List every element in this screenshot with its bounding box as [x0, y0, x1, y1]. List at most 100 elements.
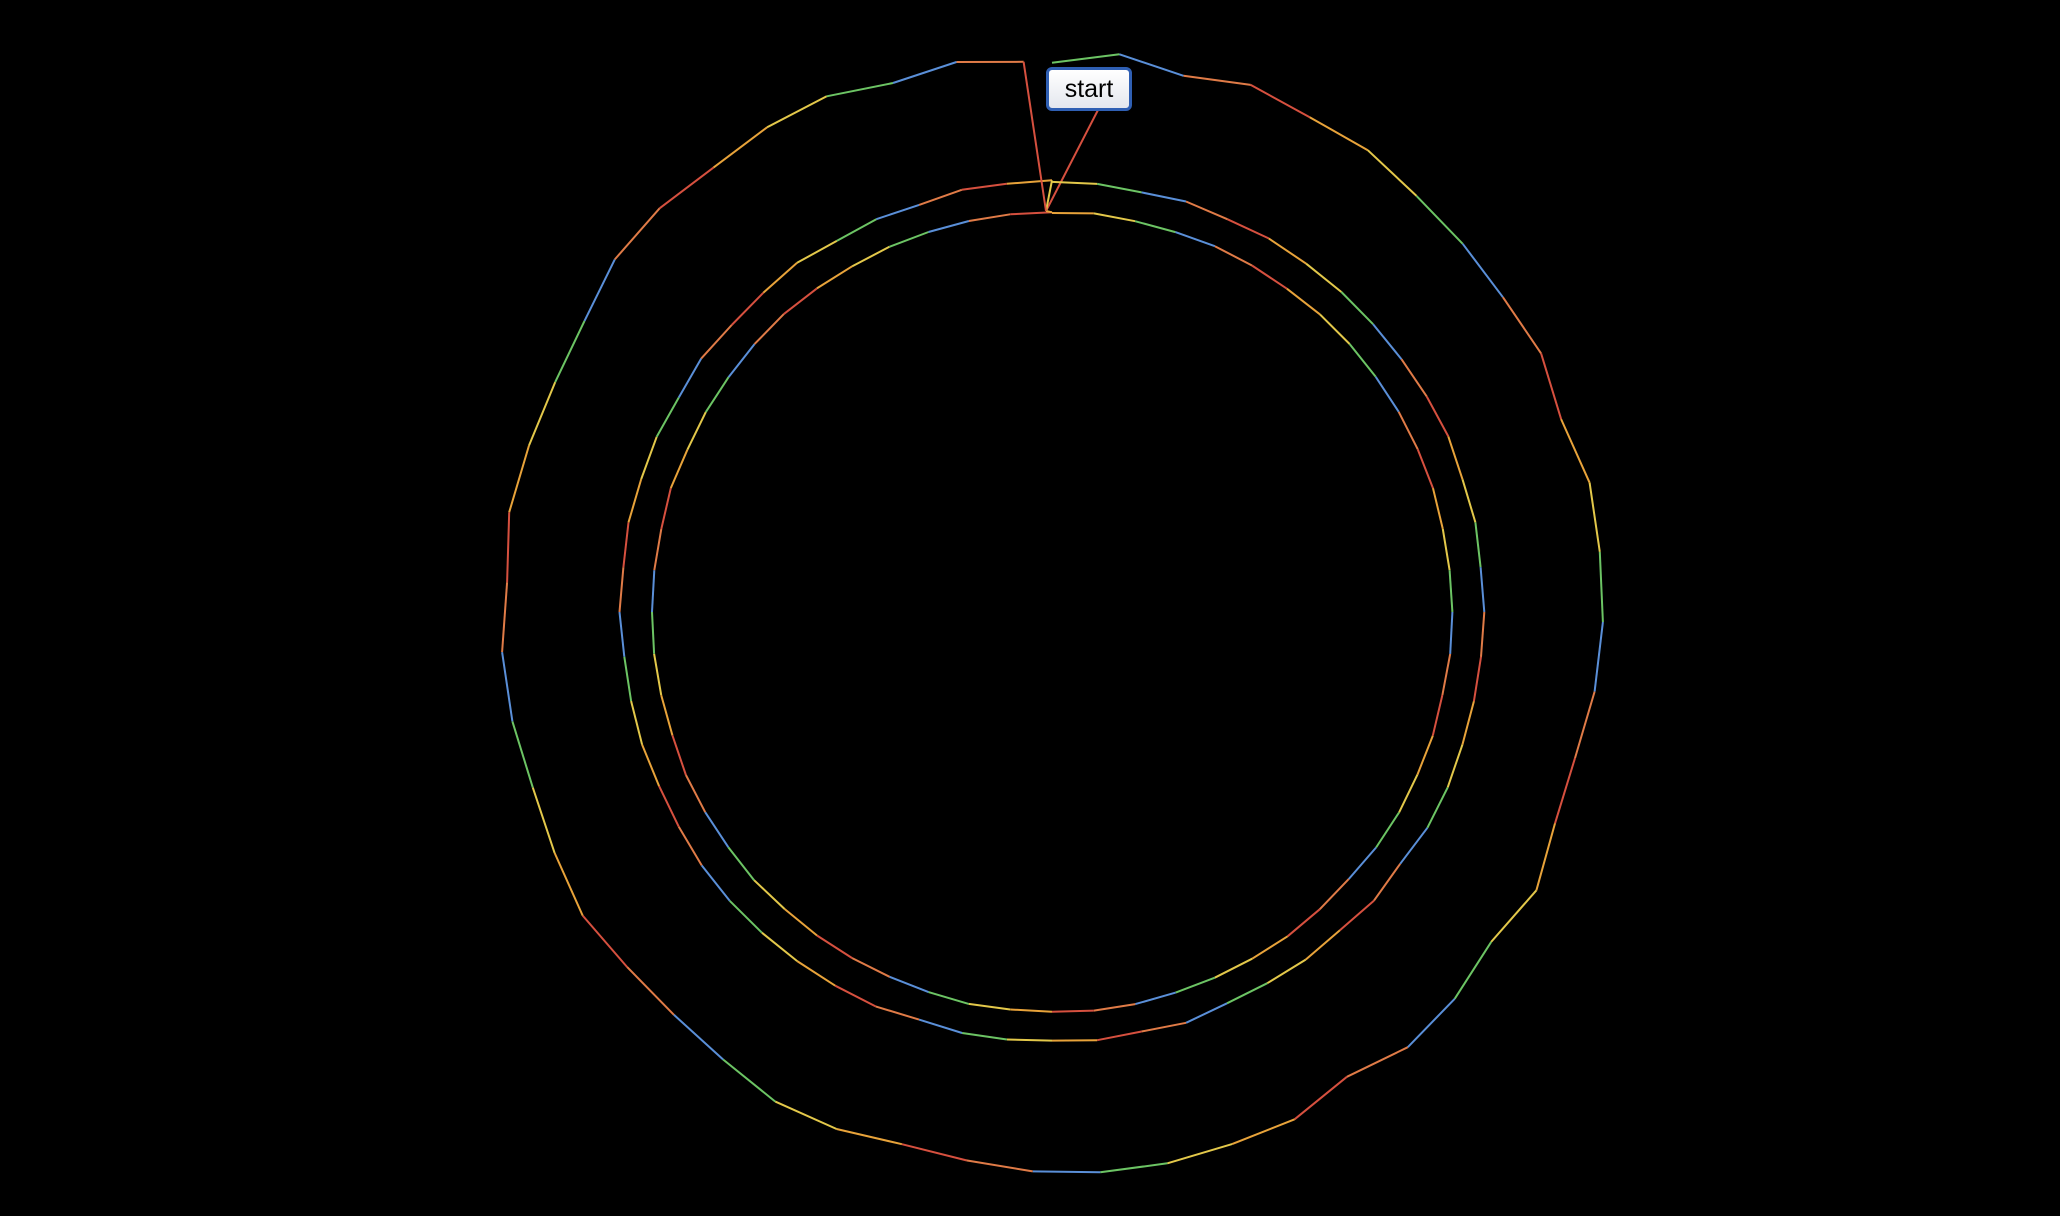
spiral-segment: [1093, 212, 1136, 223]
spiral-segment: [796, 240, 838, 264]
spiral-segment: [1010, 211, 1053, 216]
spiral-segment: [1141, 1021, 1187, 1033]
start-connector-line: [1045, 109, 1099, 212]
spiral-segment: [686, 411, 707, 451]
spiral-segment: [966, 1159, 1033, 1173]
spiral-segment: [1502, 296, 1542, 354]
spiral-segment: [1051, 1009, 1094, 1013]
spiral-segment: [1449, 611, 1454, 654]
spiral-segment: [712, 126, 768, 169]
spiral-segment: [614, 207, 661, 261]
spiral-segment: [1474, 522, 1482, 568]
spiral-segment: [1479, 567, 1486, 613]
spiral-segment: [1231, 1118, 1295, 1146]
spiral-segment: [783, 908, 818, 937]
spiral-segment: [1598, 551, 1604, 623]
spiral-segment: [1175, 976, 1216, 994]
spiral-segment: [704, 376, 730, 413]
spiral-segment: [1425, 396, 1450, 437]
spiral-segment: [1226, 982, 1268, 1005]
spiral-segment: [1399, 827, 1429, 865]
spiral-segment: [1431, 694, 1444, 736]
spiral-segment: [1554, 757, 1576, 824]
spiral-segment: [1490, 889, 1538, 943]
spiral-segment: [1185, 1002, 1228, 1024]
spiral-segment: [918, 1018, 963, 1034]
spiral-segment: [1416, 735, 1434, 776]
spiral-segment: [700, 324, 733, 360]
spiral-segment: [1540, 353, 1563, 420]
spiral-segment: [700, 864, 731, 902]
spiral-segment: [1305, 929, 1341, 961]
spiral-segment: [892, 61, 957, 84]
spiral-segment: [834, 984, 877, 1008]
spiral-segment: [1250, 84, 1311, 119]
spiral-segment: [1375, 811, 1400, 849]
spiral-segment: [816, 934, 853, 959]
spiral-segment: [660, 487, 672, 530]
spiral-segment: [1227, 218, 1270, 240]
spiral-segment: [1214, 957, 1253, 979]
spiral-segment: [581, 914, 628, 968]
spiral-segment: [1480, 611, 1486, 657]
spiral-segment: [753, 313, 785, 345]
start-button[interactable]: start: [1046, 67, 1132, 111]
spiral-segment: [1286, 908, 1321, 938]
spiral-segment: [961, 1032, 1008, 1041]
spiral-segment: [1432, 487, 1444, 530]
spiral-segment: [1535, 823, 1556, 891]
spiral-segment: [1453, 941, 1493, 1000]
spiral-segment: [1367, 149, 1418, 197]
spiral-segment: [730, 292, 765, 326]
spiral-segment: [1093, 1003, 1136, 1012]
spiral-segment: [651, 611, 656, 654]
spiral-segment: [766, 95, 828, 129]
spiral-segment: [968, 213, 1011, 222]
spiral-segment: [630, 700, 644, 745]
spiral-segment: [1051, 53, 1120, 64]
spiral-segment: [1251, 935, 1289, 960]
spiral-segment: [1006, 179, 1053, 185]
spiral-segment: [1305, 262, 1343, 293]
spiral-segment: [653, 653, 663, 696]
spiral-segment: [1119, 53, 1184, 77]
spiral-segment: [1006, 1038, 1053, 1042]
spiral-segment: [1372, 323, 1403, 360]
spiral-segment: [816, 265, 853, 290]
spiral-segment: [618, 611, 626, 657]
spiral-segment: [626, 966, 675, 1016]
spiral-segment: [511, 721, 534, 788]
spiral-segment: [655, 397, 680, 438]
spiral-segment: [889, 231, 929, 248]
spiral-segment: [1416, 448, 1434, 489]
spiral-segment: [669, 449, 689, 489]
spiral-segment: [826, 82, 894, 98]
spiral-segment: [506, 512, 511, 583]
spiral-return-line: [1022, 61, 1047, 212]
spiral-segment: [653, 528, 663, 571]
spiral-segment: [762, 262, 798, 294]
spiral-segment: [727, 343, 756, 378]
spiral-segment: [1141, 191, 1187, 203]
spiral-segment: [1415, 195, 1464, 245]
spiral-segment: [918, 188, 963, 206]
spiral-segment: [961, 182, 1007, 191]
spiral-segment: [851, 957, 891, 978]
spiral-segment: [1441, 528, 1451, 571]
spiral-segment: [1097, 182, 1142, 194]
spiral-segment: [1175, 231, 1216, 248]
spiral-segment: [928, 220, 970, 233]
spiral-segment: [618, 567, 625, 613]
spiral-segment: [1574, 691, 1596, 759]
spiral-segment: [641, 744, 661, 787]
spiral-segment: [968, 1002, 1011, 1011]
spiral-segment: [531, 787, 556, 854]
spiral-segment: [622, 522, 630, 568]
spiral-segment: [1010, 1008, 1053, 1013]
spiral-segment: [1407, 998, 1456, 1048]
spiral-segment: [677, 357, 703, 398]
spiral-segment: [1397, 411, 1419, 450]
spiral-segment: [623, 656, 633, 702]
spiral-segment: [774, 1100, 838, 1130]
spiral-segment: [1560, 418, 1591, 484]
